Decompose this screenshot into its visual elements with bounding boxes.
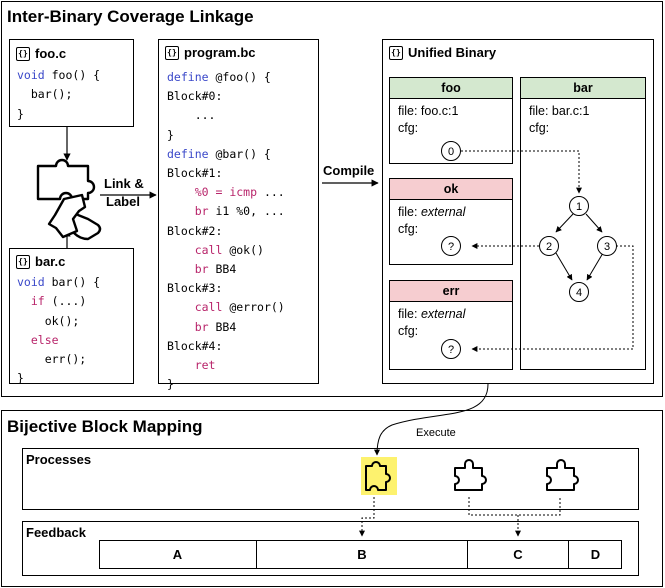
panel-title-linkage: Inter-Binary Coverage Linkage xyxy=(7,7,254,26)
code-text: bar(); xyxy=(17,87,73,102)
cfg-node-err: ? xyxy=(441,339,461,359)
link-label-line2: Label xyxy=(106,194,140,209)
file-name: foo.c xyxy=(35,46,67,61)
feedback-block-a: A xyxy=(99,540,257,569)
cfg-node-bar-2: 2 xyxy=(539,236,559,256)
file-name: program.bc xyxy=(184,45,256,60)
function-file-prefix: file: xyxy=(398,307,421,321)
function-file-value: external xyxy=(420,307,466,321)
file-header: {} bar.c xyxy=(16,254,65,269)
function-name: bar xyxy=(521,78,645,99)
program-bc-panel: {} program.bc define @foo() { Block#0: .… xyxy=(158,39,319,391)
file-header: {} program.bc xyxy=(165,45,256,60)
ir-code-block: define @foo() { Block#0: ... } define @b… xyxy=(167,70,285,392)
cfg-node-bar-4: 4 xyxy=(569,282,589,302)
execute-label: Execute xyxy=(416,427,456,439)
function-file-value: external xyxy=(420,205,466,219)
function-cfg: cfg: xyxy=(398,222,419,236)
processes-label: Processes xyxy=(26,452,92,467)
function-file: file: foo.c:1 xyxy=(398,104,459,118)
file-code-icon: {} xyxy=(16,254,30,269)
file-code-icon: {} xyxy=(16,46,30,61)
function-cfg: cfg: xyxy=(398,121,419,135)
feedback-block-d: D xyxy=(590,547,601,562)
function-cfg: cfg: xyxy=(529,121,550,135)
code-text: } xyxy=(17,106,24,121)
feedback-bar xyxy=(99,540,622,569)
cfg-node-bar-1: 1 xyxy=(569,196,589,216)
file-header: {} Unified Binary xyxy=(389,45,496,60)
function-file-prefix: file: xyxy=(398,205,421,219)
cfg-node-foo-0: 0 xyxy=(441,141,461,161)
feedback-box xyxy=(22,521,639,576)
file-header: {} foo.c xyxy=(16,46,66,61)
code-keyword: void xyxy=(17,68,45,82)
function-name: err xyxy=(390,281,512,302)
function-name: ok xyxy=(390,179,512,200)
feedback-label: Feedback xyxy=(26,525,86,540)
panel-title-mapping: Bijective Block Mapping xyxy=(7,417,203,436)
feedback-block-b: B xyxy=(257,540,468,569)
feedback-block-c: C xyxy=(468,540,569,569)
processes-box xyxy=(22,448,639,510)
function-bar: bar file: bar.c:1 cfg: xyxy=(520,77,646,370)
code-block: void bar() { if (...) ok(); else err(); … xyxy=(17,275,101,386)
file-name: bar.c xyxy=(35,254,66,269)
cfg-node-bar-3: 3 xyxy=(597,236,617,256)
cfg-node-ok: ? xyxy=(441,236,461,256)
file-code-icon: {} xyxy=(389,45,403,60)
source-file-bar-c: {} bar.c void bar() { if (...) ok(); els… xyxy=(9,248,134,385)
function-name: foo xyxy=(390,78,512,99)
source-file-foo-c: {} foo.c void foo() { bar(); } xyxy=(9,39,134,127)
link-label-line1: Link & xyxy=(104,176,144,191)
compile-label: Compile xyxy=(323,163,375,178)
code-text: foo() { xyxy=(44,68,101,82)
function-cfg: cfg: xyxy=(398,324,419,338)
code-block: void foo() { bar(); } xyxy=(17,66,100,124)
file-code-icon: {} xyxy=(165,45,179,60)
file-name: Unified Binary xyxy=(408,45,497,60)
function-file: file: bar.c:1 xyxy=(529,104,590,118)
